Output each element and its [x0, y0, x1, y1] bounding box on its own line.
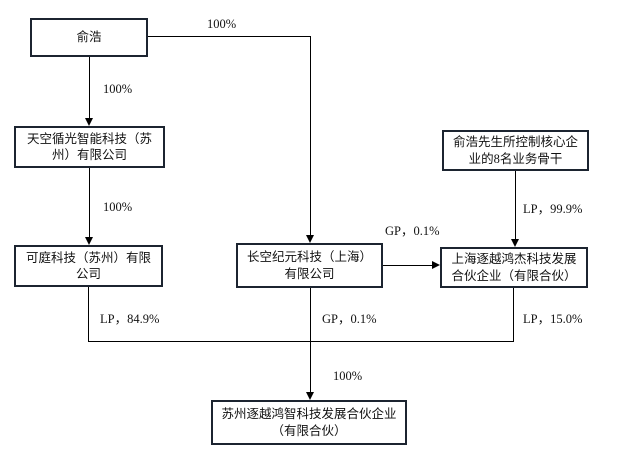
node-label: 俞浩先生所控制核心企 [452, 135, 578, 149]
arrowhead-down-icon [85, 237, 93, 245]
node-label: 可庭科技（苏州）有限 [25, 250, 151, 265]
arrowhead-right-icon [432, 261, 440, 269]
edge-label-backbone-shanghai: LP，99.9% [523, 202, 583, 216]
arrowhead-down-icon [306, 392, 314, 400]
edge-changkong-shanghai [383, 265, 432, 266]
edge-yuhao-changkong-h [148, 36, 310, 37]
node-yuhao: 俞浩 [30, 18, 148, 57]
edge-label-junction-suzhou: 100% [333, 369, 363, 383]
node-label: 天空循光智能科技（苏 [26, 131, 152, 146]
node-keting-keji: 可庭科技（苏州）有限 公司 [14, 245, 163, 287]
edge-label-changkong-suzhou: GP，0.1% [322, 312, 377, 326]
node-label: 业的8名业务骨干 [468, 151, 563, 166]
node-label: （有限合伙） [271, 423, 347, 438]
edge-label-shanghai-suzhou: LP，15.0% [523, 312, 583, 326]
edge-backbone-shanghai [515, 171, 516, 239]
node-label: 合伙企业（有限合伙） [451, 268, 577, 283]
node-shanghai-zhuyue-hongjie: 上海逐越鸿杰科技发展 合伙企业（有限合伙） [440, 247, 588, 288]
edge-shanghai-down [513, 288, 514, 341]
edge-label-yuhao-tiankong: 100% [103, 82, 133, 96]
edge-yuhao-tiankong [89, 57, 90, 120]
node-tiankong-xunguang: 天空循光智能科技（苏 州）有限公司 [14, 126, 165, 168]
node-label: 俞浩 [76, 30, 102, 45]
edge-changkong-suzhou [310, 288, 311, 392]
node-label: 州）有限公司 [51, 148, 127, 162]
arrowhead-down-icon [306, 235, 314, 243]
node-label: 有限公司 [284, 266, 335, 281]
node-label: 苏州逐越鸿智科技发展合伙企业 [221, 407, 397, 421]
edge-tiankong-keting [89, 168, 90, 237]
edge-label-yuhao-changkong: 100% [207, 17, 237, 31]
edge-label-keting-suzhou: LP，84.9% [100, 312, 160, 326]
node-changkong-jiyuan: 长空纪元科技（上海） 有限公司 [236, 243, 383, 288]
edge-yuhao-changkong-v [310, 36, 311, 235]
node-label: 长空纪元科技（上海） [246, 250, 372, 264]
node-label: 上海逐越鸿杰科技发展 [451, 252, 577, 266]
arrowhead-down-icon [85, 118, 93, 126]
node-core-backbone: 俞浩先生所控制核心企 业的8名业务骨干 [442, 130, 589, 171]
edge-bottom-bus [88, 341, 514, 342]
edge-label-changkong-shanghai: GP，0.1% [385, 224, 440, 238]
node-suzhou-zhuyue-hongzhi: 苏州逐越鸿智科技发展合伙企业 （有限合伙） [211, 400, 407, 445]
arrowhead-down-icon [511, 239, 519, 247]
node-label: 公司 [75, 267, 101, 281]
edge-keting-down [88, 287, 89, 341]
edge-label-tiankong-keting: 100% [103, 200, 133, 214]
